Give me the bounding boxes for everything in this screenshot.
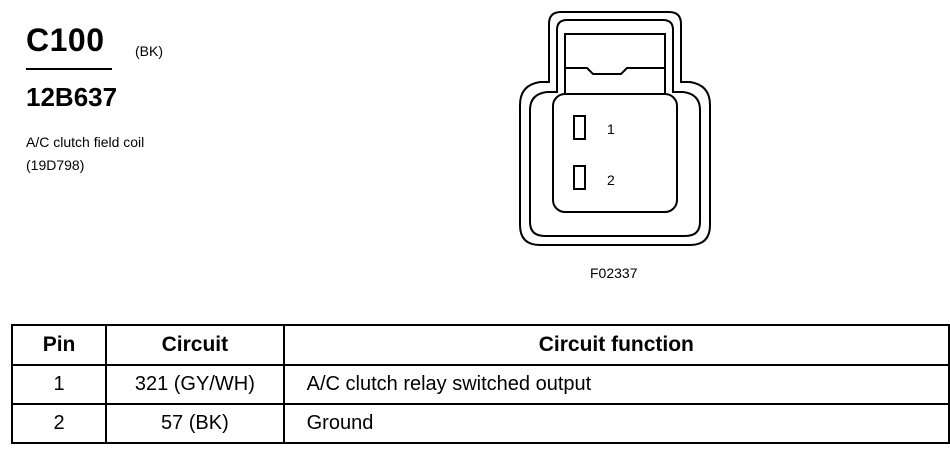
header-circuit: Circuit [105, 324, 285, 366]
cell-function: A/C clutch relay switched output [282, 364, 950, 405]
connector-wire-color: (BK) [135, 43, 163, 59]
cell-circuit: 57 (BK) [105, 403, 285, 444]
pinout-table: Pin Circuit Circuit function 1 321 (GY/W… [10, 324, 950, 444]
component-description: A/C clutch field coil [26, 134, 145, 150]
pin-cavity-block [552, 93, 678, 213]
connector-id-underline [26, 68, 112, 70]
pin-cavity-1 [573, 115, 586, 140]
header-pin: Pin [10, 324, 108, 366]
locking-tab-ridge [565, 67, 665, 75]
connector-housing-inner [529, 19, 701, 237]
cell-pin: 2 [10, 403, 108, 444]
connector-face-diagram: 1 2 [519, 11, 711, 246]
cell-circuit: 321 (GY/WH) [105, 364, 285, 405]
pin-cavity-2 [573, 165, 586, 190]
part-number: 12B637 [26, 82, 118, 112]
locking-tab [564, 33, 666, 94]
connector-id: C100 [26, 22, 105, 58]
component-code: (19D798) [26, 157, 85, 173]
table-header-row: Pin Circuit Circuit function [10, 324, 950, 366]
table-row: 1 321 (GY/WH) A/C clutch relay switched … [10, 364, 950, 405]
cell-pin: 1 [10, 364, 108, 405]
pin-label-1: 1 [607, 121, 615, 137]
figure-code: F02337 [590, 265, 638, 281]
cell-function: Ground [282, 403, 950, 444]
pin-label-2: 2 [607, 172, 615, 188]
connector-housing-outer [519, 11, 711, 246]
header-circuit-function: Circuit function [282, 324, 950, 366]
table-row: 2 57 (BK) Ground [10, 403, 950, 444]
